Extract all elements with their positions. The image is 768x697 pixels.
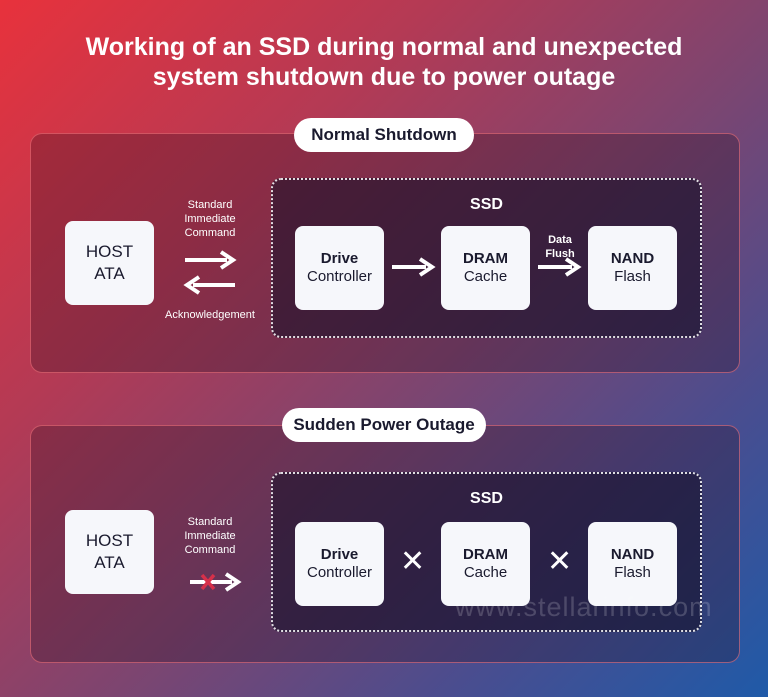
dram-cache-box-outage: DRAM Cache (441, 522, 530, 606)
cmd-line-3: Command (184, 227, 236, 239)
bidirectional-arrow-icon (183, 250, 237, 295)
host-ata-box-normal: HOST ATA (65, 221, 154, 305)
nand-label: NAND (610, 250, 655, 267)
flush-line-2: Flush (545, 248, 575, 260)
host-ata-box-outage: HOST ATA (65, 510, 154, 594)
cmd-line-2: Immediate (184, 213, 236, 225)
drive-controller-box-normal: Drive Controller (295, 226, 384, 310)
acknowledgement-label: Acknowledgement (165, 309, 255, 321)
nand-label: NAND (610, 546, 655, 563)
drive-label: Drive (320, 546, 359, 563)
normal-shutdown-pill: Normal Shutdown (294, 118, 474, 152)
ata-label: ATA (94, 553, 125, 572)
arrow-right-icon (392, 257, 436, 277)
ata-label: ATA (94, 264, 125, 283)
page-title: Working of an SSD during normal and unex… (0, 32, 768, 92)
failed-command-arrow-icon (190, 572, 242, 592)
flash-label: Flash (614, 564, 651, 581)
drive-label: Drive (320, 250, 359, 267)
nand-flash-box-normal: NAND Flash (588, 226, 677, 310)
standard-command-label-outage: Standard Immediate Command (170, 515, 250, 557)
flush-line-1: Data (548, 234, 572, 246)
data-flush-label: Data Flush (538, 233, 582, 261)
title-line-1: Working of an SSD during normal and unex… (85, 33, 683, 61)
ssd-label: SSD (470, 196, 503, 213)
nand-flash-box-outage: NAND Flash (588, 522, 677, 606)
controller-label: Controller (306, 268, 373, 285)
watermark: www.stellarinfo.com (455, 592, 713, 622)
cmd-line-1: Standard (187, 516, 233, 528)
host-label: HOST (85, 531, 134, 550)
cmd-line-2: Immediate (184, 530, 236, 542)
dram-cache-box-normal: DRAM Cache (441, 226, 530, 310)
ssd-label: SSD (470, 490, 503, 507)
cross-icon: ✕ (547, 545, 573, 578)
cross-icon: ✕ (400, 545, 426, 578)
host-label: HOST (85, 242, 134, 261)
dram-label: DRAM (463, 546, 508, 563)
cache-label: Cache (463, 268, 508, 285)
title-line-2: system shutdown due to power outage (152, 63, 616, 91)
dram-label: DRAM (463, 250, 508, 267)
flash-label: Flash (614, 268, 651, 285)
cache-label: Cache (463, 564, 508, 581)
cmd-line-1: Standard (187, 199, 233, 211)
cmd-line-3: Command (184, 544, 236, 556)
drive-controller-box-outage: Drive Controller (295, 522, 384, 606)
data-flush-arrow-icon (538, 257, 582, 277)
power-outage-pill: Sudden Power Outage (282, 408, 486, 442)
controller-label: Controller (306, 564, 373, 581)
standard-command-label-normal: Standard Immediate Command (170, 198, 250, 240)
